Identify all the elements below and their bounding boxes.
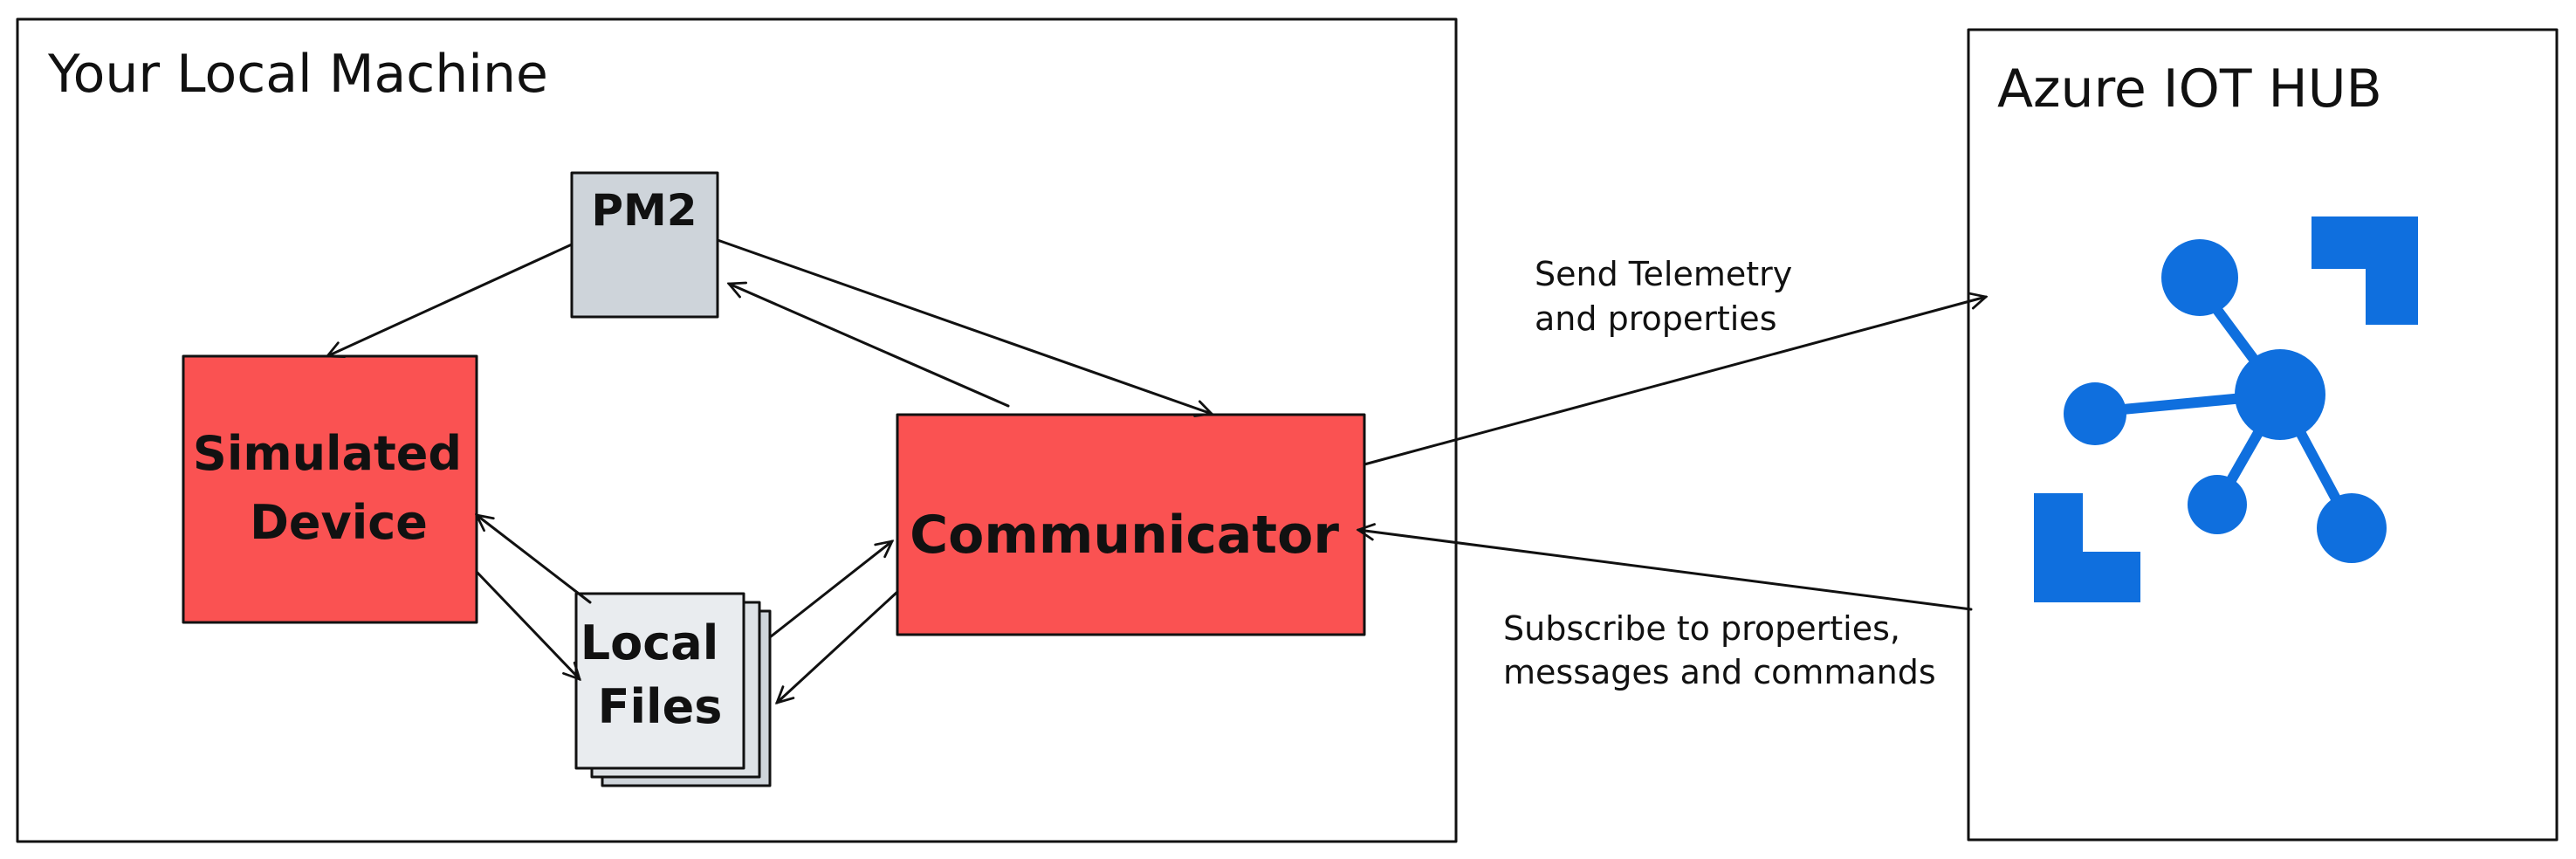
edge-pm2-to-device [327, 243, 574, 356]
subscribe-label-line2: messages and commands [1503, 653, 1936, 691]
send-label-line1: Send Telemetry [1535, 255, 1792, 293]
local-files-node: Local Files [574, 592, 772, 787]
local-machine-border [16, 17, 1458, 843]
edge-communicator-to-pm2 [729, 284, 1010, 408]
simulated-device-node: Simulated Device [182, 354, 478, 624]
simulated-device-line1: Simulated [193, 426, 462, 481]
edge-communicator-to-files [777, 590, 899, 703]
communicator-node: Communicator [896, 413, 1366, 636]
edge-files-to-communicator [768, 541, 892, 639]
azure-title: Azure IOT HUB [1997, 58, 2382, 120]
communicator-box [896, 413, 1366, 636]
simulated-device-line2: Device [250, 495, 428, 550]
local-files-front-sheet [574, 592, 745, 770]
local-files-line1: Local [580, 615, 718, 670]
edge-pm2-to-communicator [716, 238, 1212, 414]
edge-files-to-device [477, 515, 592, 604]
local-files-line2: Files [598, 679, 723, 734]
local-machine-container: Your Local Machine [16, 17, 1458, 843]
pm2-node: PM2 [570, 171, 719, 319]
pm2-box [570, 171, 719, 319]
send-label-line2: and properties [1535, 299, 1777, 338]
local-machine-title: Your Local Machine [47, 44, 548, 105]
subscribe-label-line1: Subscribe to properties, [1503, 609, 1900, 648]
communicator-label: Communicator [910, 505, 1339, 566]
pm2-label: PM2 [591, 185, 697, 236]
edge-azure-to-communicator [1358, 530, 1973, 611]
azure-container: Azure IOT HUB [1967, 28, 2559, 842]
iot-hub-icon [2034, 216, 2418, 602]
edge-device-to-files [475, 570, 580, 679]
simulated-device-box [182, 354, 478, 624]
azure-border [1967, 28, 2559, 842]
edge-communicator-to-azure [1363, 297, 1986, 466]
